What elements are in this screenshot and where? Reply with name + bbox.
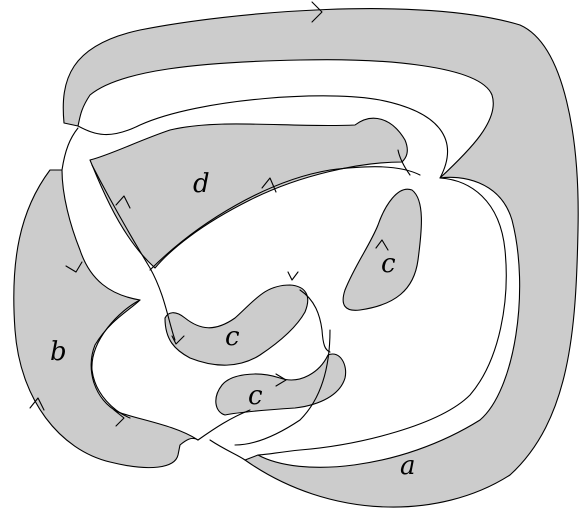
strand-right-inner [234, 329, 331, 446]
arrow-right-c [375, 239, 389, 251]
label-region-b: b [50, 337, 67, 367]
strand-left-outer [61, 127, 79, 171]
label-region-c-middle: c [225, 322, 240, 352]
arrow-bottom-left [113, 409, 125, 427]
strand-short-top [397, 149, 411, 176]
arrow-diagonal [261, 177, 277, 193]
strand-mid-cross [299, 289, 331, 353]
arrow-lower-c [275, 373, 287, 387]
label-region-c-lower: c [248, 381, 263, 411]
arrow-mid-top [287, 271, 299, 281]
strand-inner-loop [91, 299, 141, 419]
region-c-middle [164, 284, 309, 366]
arrow-top-outer [311, 1, 323, 23]
arrow-left-lobe-top [65, 261, 83, 273]
strand-crossing-low-2 [209, 439, 246, 461]
arrow-middle-c [171, 335, 185, 345]
strand-upper-right [257, 177, 507, 456]
strand-left-diagonal [91, 164, 176, 341]
label-region-d: d [193, 169, 210, 199]
arrow-left-strand [115, 195, 131, 209]
region-b [13, 169, 199, 469]
strand-upper-inner [77, 95, 449, 179]
region-c-right [342, 188, 422, 311]
strand-crossing-low [197, 409, 251, 441]
strand-diagonal-main [149, 166, 421, 271]
label-region-a: a [400, 451, 416, 481]
label-region-c-right: c [381, 249, 396, 279]
region-d [89, 117, 408, 269]
region-a [62, 8, 579, 508]
arrow-left-lobe [29, 397, 45, 411]
region-c-lower [215, 353, 347, 416]
